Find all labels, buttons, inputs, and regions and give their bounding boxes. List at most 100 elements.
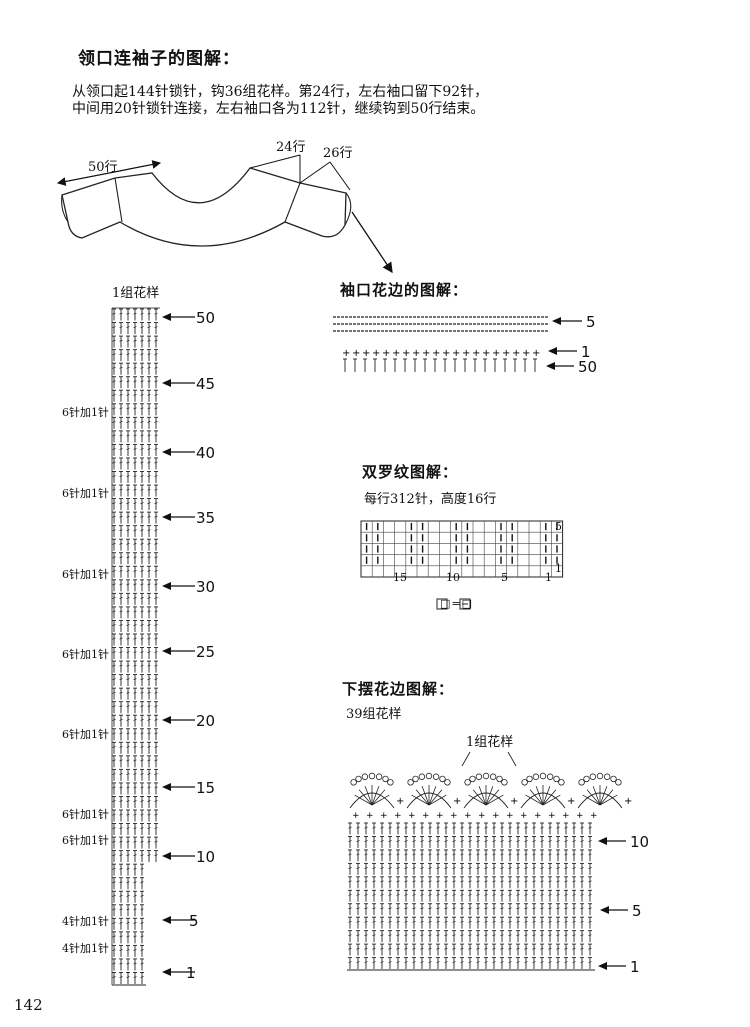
stitch-symbol xyxy=(140,515,144,518)
stitch-symbol xyxy=(119,827,123,830)
stitch-symbol xyxy=(444,867,448,869)
stitch-symbol xyxy=(154,773,158,775)
stitch-symbol xyxy=(508,947,512,950)
stitch-symbol xyxy=(126,597,130,599)
stitch-symbol xyxy=(112,366,116,369)
stitch-symbol xyxy=(147,407,151,410)
stitch-symbol xyxy=(133,610,137,613)
stitch-symbol xyxy=(380,840,384,842)
stitch-symbol xyxy=(133,976,137,978)
group-pointer xyxy=(461,751,471,767)
yoke-row-15: 15 xyxy=(196,779,216,797)
stitch-symbol xyxy=(140,962,144,965)
stitch-symbol xyxy=(468,826,472,829)
stitch-symbol xyxy=(428,961,432,964)
stitch-symbol xyxy=(540,826,544,829)
stitch-symbol xyxy=(133,732,137,735)
increase-label: 6针加1针 xyxy=(62,487,109,500)
cuff-row-50: 50 xyxy=(578,358,598,376)
stitch-symbol xyxy=(484,920,488,923)
increase-label: 6针加1针 xyxy=(62,728,109,741)
stitch-symbol xyxy=(532,853,536,856)
stitch-symbol xyxy=(147,353,151,356)
stitch-symbol xyxy=(119,542,123,545)
stitch-symbol xyxy=(380,947,384,950)
stitch-symbol xyxy=(112,421,116,423)
stitch-symbol xyxy=(484,893,488,896)
stitch-symbol xyxy=(548,934,552,937)
stitch-symbol xyxy=(140,624,144,626)
stitch-symbol xyxy=(372,934,376,937)
picot-symbol xyxy=(603,773,611,780)
stitch-symbol xyxy=(126,393,130,396)
stitch-symbol xyxy=(119,867,123,870)
stitch-symbol xyxy=(133,502,137,505)
stitch-symbol xyxy=(532,961,536,964)
stitch-symbol xyxy=(140,353,144,356)
stitch-symbol xyxy=(396,961,400,964)
stitch-symbol xyxy=(112,637,116,640)
stitch-symbol xyxy=(147,502,151,505)
stitch-symbol xyxy=(436,880,440,883)
stitch-symbol xyxy=(444,920,448,923)
stitch-symbol xyxy=(420,867,424,869)
stitch-symbol xyxy=(112,326,116,329)
picot-symbol xyxy=(464,779,471,786)
stitch-symbol xyxy=(484,880,488,883)
stitch-symbol xyxy=(112,894,116,897)
stitch-symbol xyxy=(147,705,151,708)
stitch-symbol xyxy=(388,947,392,950)
stitch-symbol xyxy=(140,434,144,437)
stitch-symbol xyxy=(147,854,151,857)
stitch-symbol xyxy=(140,813,144,816)
stitch-symbol xyxy=(500,853,504,856)
stitch-symbol xyxy=(154,542,158,545)
picot-symbol xyxy=(418,773,426,780)
fan-spoke xyxy=(542,789,557,806)
stitch-symbol xyxy=(126,515,130,518)
stitch-symbol xyxy=(452,840,456,842)
stitch-symbol xyxy=(532,907,536,910)
stitch-symbol xyxy=(154,529,158,532)
stitch-symbol xyxy=(468,934,472,937)
picot-symbol xyxy=(387,779,394,786)
stitch-symbol xyxy=(428,947,432,950)
stitch-symbol xyxy=(444,893,448,896)
stitch-symbol xyxy=(147,800,151,802)
stitch-symbol xyxy=(556,947,560,950)
stitch-symbol xyxy=(147,664,151,667)
stitch-symbol xyxy=(476,880,480,883)
stitch-symbol xyxy=(412,934,416,937)
sc-symbol: + xyxy=(372,348,380,359)
stitch-symbol xyxy=(364,826,368,829)
stitch-symbol xyxy=(147,718,151,721)
stitch-symbol xyxy=(126,664,130,667)
stitch-symbol xyxy=(460,853,464,856)
stitch-symbol xyxy=(564,961,568,964)
stitch-symbol xyxy=(548,826,552,829)
stitch-symbol xyxy=(154,434,158,437)
stitch-symbol xyxy=(140,556,144,559)
stitch-symbol xyxy=(500,907,504,910)
stitch-symbol xyxy=(154,651,158,654)
stitch-symbol xyxy=(126,475,130,477)
stitch-symbol xyxy=(112,556,116,559)
stitch-symbol xyxy=(564,934,568,937)
increase-label: 4针加1针 xyxy=(62,915,109,928)
stitch-symbol xyxy=(140,678,144,681)
stitch-symbol xyxy=(154,597,158,599)
stitch-symbol xyxy=(476,934,480,937)
stitch-symbol xyxy=(133,800,137,802)
stitch-symbol xyxy=(119,678,123,681)
stitch-symbol xyxy=(133,461,137,464)
stitch-symbol xyxy=(588,880,592,883)
stitch-symbol xyxy=(348,920,352,923)
stitch-symbol xyxy=(580,840,584,842)
stitch-symbol xyxy=(119,502,123,505)
stitch-symbol xyxy=(133,664,137,667)
stitch-symbol xyxy=(133,867,137,870)
stitch-symbol xyxy=(372,867,376,869)
fan-spoke xyxy=(478,786,487,806)
stitch-symbol xyxy=(540,893,544,896)
stitch-symbol xyxy=(524,907,528,910)
